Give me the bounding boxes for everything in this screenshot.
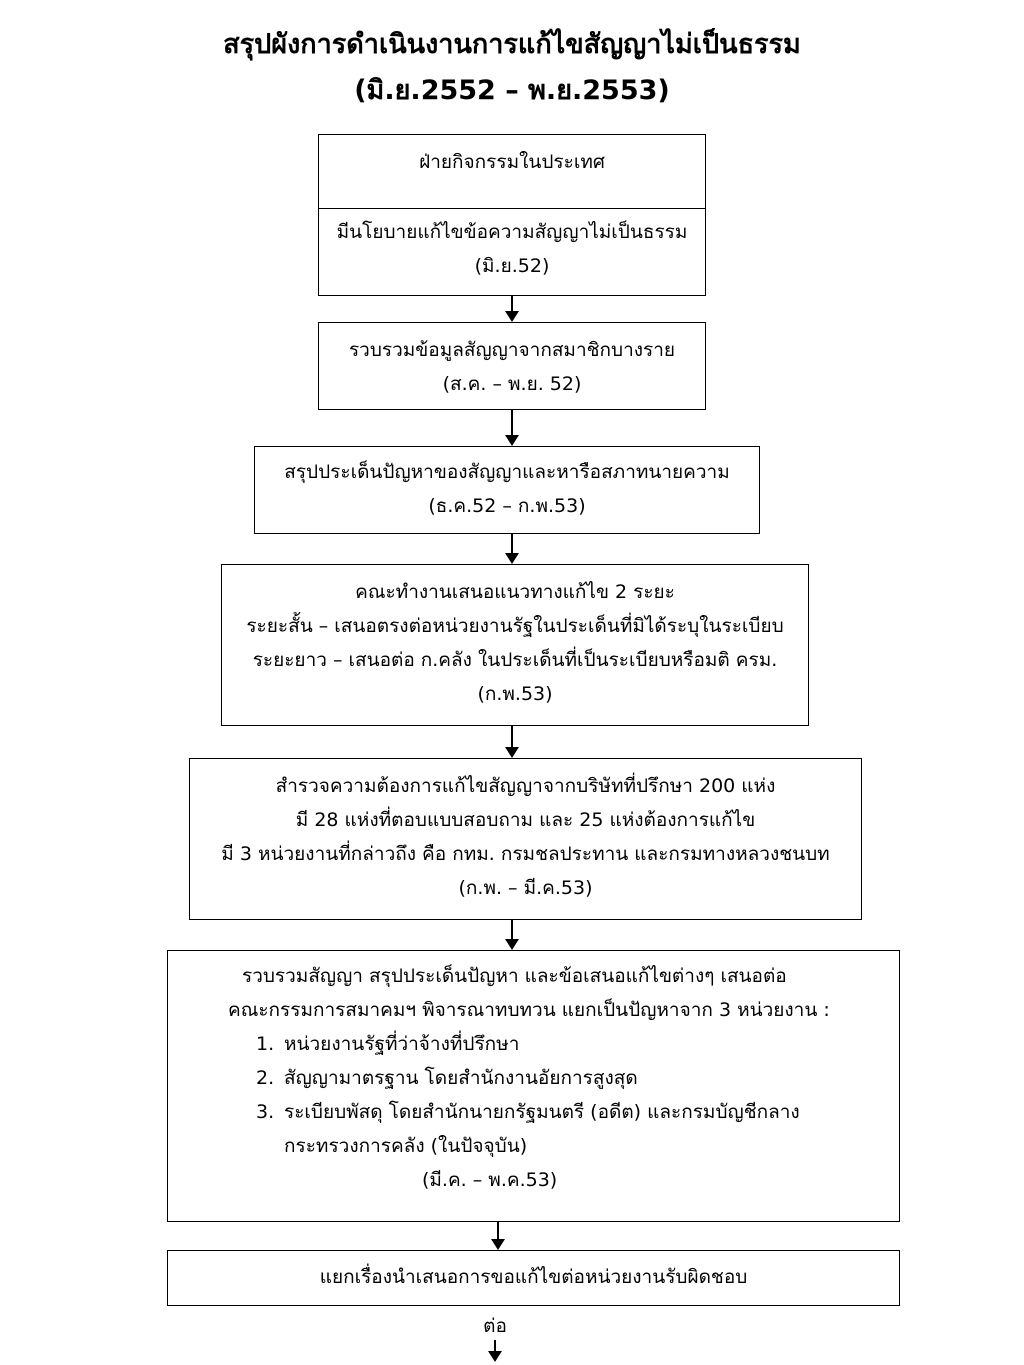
list-item-number: 2. bbox=[256, 1067, 275, 1089]
page-title-line2: (มิ.ย.2552 – พ.ย.2553) bbox=[354, 75, 670, 106]
continue-label: ต่อ bbox=[483, 1315, 507, 1337]
flow-arrow bbox=[505, 920, 519, 950]
step-box-compile-contracts: รวบรวมสัญญา สรุปประเด็นปัญหา และข้อเสนอแ… bbox=[167, 950, 900, 1222]
step-box-summarize-issues: สรุปประเด็นปัญหาของสัญญาและหารือสภาทนายค… bbox=[254, 446, 760, 534]
list-item: 3. ระเบียบพัสดุ โดยสำนักนายกรัฐมนตรี (อดี… bbox=[256, 1095, 899, 1129]
list-item-text: หน่วยงานรัฐที่ว่าจ้างที่ปรึกษา bbox=[284, 1033, 520, 1055]
continue-arrow bbox=[488, 1340, 502, 1362]
step-text: รวบรวมสัญญา สรุปประเด็นปัญหา และข้อเสนอแ… bbox=[242, 965, 787, 987]
step-box-collect-data: รวบรวมข้อมูลสัญญาจากสมาชิกบางราย (ส.ค. –… bbox=[318, 322, 706, 410]
step-date: (ก.พ.53) bbox=[477, 683, 553, 705]
step-text: คณะทำงานเสนอแนวทางแก้ไข 2 ระยะ bbox=[355, 581, 675, 603]
step-date: (ก.พ. – มี.ค.53) bbox=[458, 877, 593, 899]
list-item: 2. สัญญามาตรฐาน โดยสำนักงานอัยการสูงสุด bbox=[256, 1061, 899, 1095]
flow-arrow bbox=[505, 296, 519, 322]
flow-arrow bbox=[505, 534, 519, 564]
step-text: มีนโยบายแก้ไขข้อความสัญญาไม่เป็นธรรม bbox=[336, 221, 688, 243]
step-text: มี 3 หน่วยงานที่กล่าวถึง คือ กทม. กรมชลป… bbox=[221, 843, 830, 865]
step-box-submit-requests: แยกเรื่องนำเสนอการขอแก้ไขต่อหน่วยงานรับผ… bbox=[167, 1250, 900, 1306]
step-text: ระยะยาว – เสนอต่อ ก.คลัง ในประเด็นที่เป็… bbox=[252, 649, 778, 671]
step-box-policy-body: มีนโยบายแก้ไขข้อความสัญญาไม่เป็นธรรม (มิ… bbox=[319, 209, 705, 295]
step-text: รวบรวมข้อมูลสัญญาจากสมาชิกบางราย bbox=[348, 339, 676, 361]
department-label: ฝ่ายกิจกรรมในประเทศ bbox=[419, 151, 605, 173]
list-item-text: กระทรวงการคลัง (ในปัจจุบัน) bbox=[284, 1135, 528, 1157]
step-date: (มิ.ย.52) bbox=[474, 255, 550, 277]
step-date: (ธ.ค.52 – ก.พ.53) bbox=[428, 495, 586, 517]
step-box-working-group: คณะทำงานเสนอแนวทางแก้ไข 2 ระยะ ระยะสั้น … bbox=[221, 564, 809, 726]
step-text: สรุปประเด็นปัญหาของสัญญาและหารือสภาทนายค… bbox=[284, 461, 730, 483]
list-item-text: สัญญามาตรฐาน โดยสำนักงานอัยการสูงสุด bbox=[284, 1067, 638, 1089]
step-date: (ส.ค. – พ.ย. 52) bbox=[442, 373, 582, 395]
step-box-policy: ฝ่ายกิจกรรมในประเทศ มีนโยบายแก้ไขข้อความ… bbox=[318, 134, 706, 296]
flow-arrow bbox=[505, 726, 519, 758]
step-text: สำรวจความต้องการแก้ไขสัญญาจากบริษัทที่ปร… bbox=[275, 775, 776, 797]
issue-list: 1. หน่วยงานรัฐที่ว่าจ้างที่ปรึกษา 2. สัญญา… bbox=[256, 1027, 899, 1163]
list-item-continuation: กระทรวงการคลัง (ในปัจจุบัน) bbox=[256, 1129, 899, 1163]
flow-arrow bbox=[491, 1222, 505, 1250]
step-date: (มี.ค. – พ.ค.53) bbox=[422, 1169, 558, 1191]
step-box-survey: สำรวจความต้องการแก้ไขสัญญาจากบริษัทที่ปร… bbox=[189, 758, 862, 920]
step-text: แยกเรื่องนำเสนอการขอแก้ไขต่อหน่วยงานรับผ… bbox=[319, 1266, 748, 1288]
step-box-policy-header: ฝ่ายกิจกรรมในประเทศ bbox=[319, 135, 705, 209]
list-item: 1. หน่วยงานรัฐที่ว่าจ้างที่ปรึกษา bbox=[256, 1027, 899, 1061]
page-title-line1: สรุปผังการดำเนินงานการแก้ไขสัญญาไม่เป็นธ… bbox=[223, 29, 801, 60]
step-text: ระยะสั้น – เสนอตรงต่อหน่วยงานรัฐในประเด็… bbox=[246, 615, 784, 637]
list-item-number: 3. bbox=[256, 1101, 275, 1123]
list-item-number: 1. bbox=[256, 1033, 275, 1055]
step-text: มี 28 แห่งที่ตอบแบบสอบถาม และ 25 แห่งต้อ… bbox=[295, 809, 756, 831]
flow-arrow bbox=[505, 410, 519, 446]
step-text: คณะกรรมการสมาคมฯ พิจารณาทบทวน แยกเป็นปัญ… bbox=[228, 999, 830, 1021]
list-item-text: ระเบียบพัสดุ โดยสำนักนายกรัฐมนตรี (อดีต)… bbox=[284, 1101, 800, 1123]
